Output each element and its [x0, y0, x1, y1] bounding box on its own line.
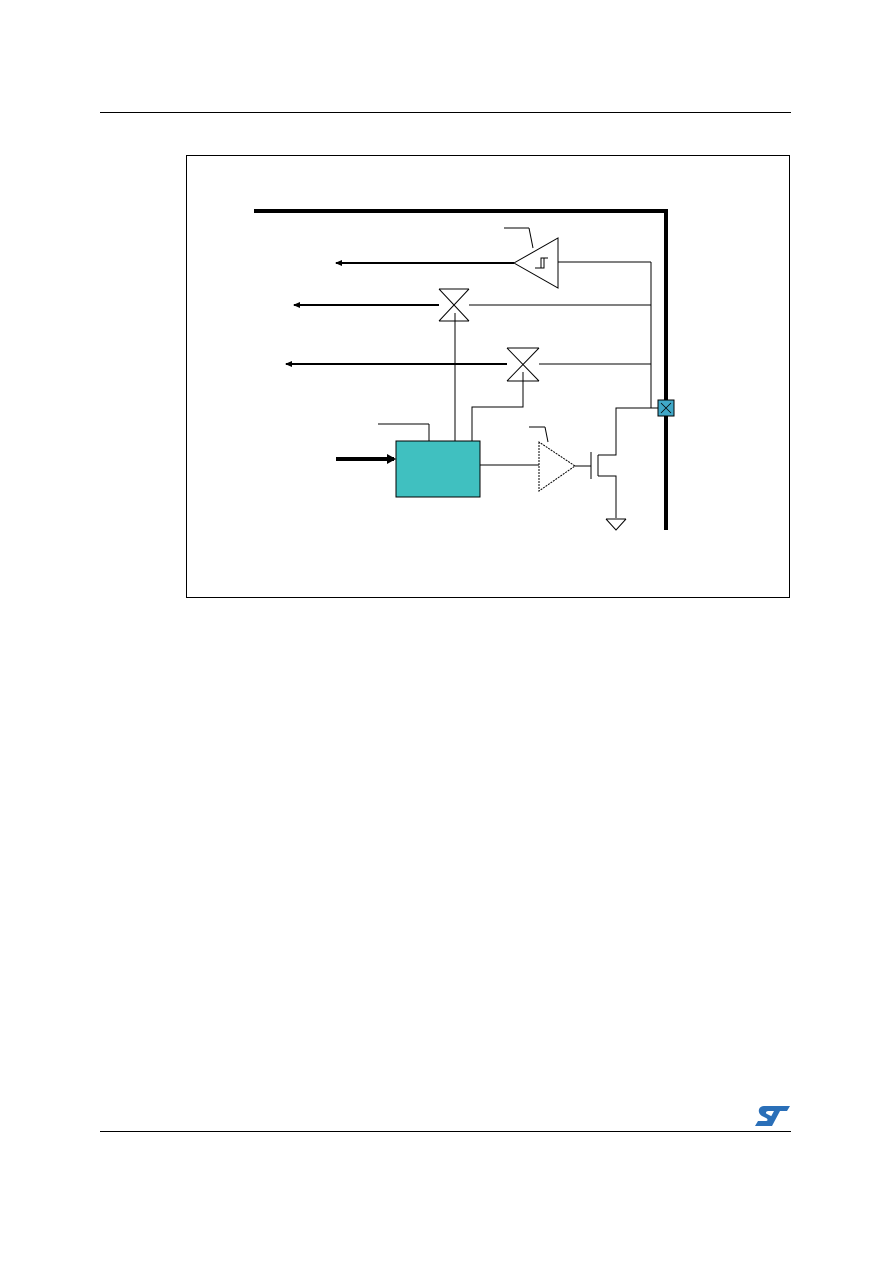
pin-bus-line [254, 209, 668, 530]
footer-rule [100, 1131, 791, 1132]
analog-switch-1 [438, 288, 470, 322]
schmitt-label-leader-drop [528, 227, 534, 249]
control-logic-block [395, 440, 481, 498]
schmitt-trigger-buffer [512, 237, 559, 289]
driver-label-leader-drop [544, 426, 549, 443]
header-rule [100, 112, 791, 113]
ground-icon [605, 518, 627, 531]
nmos-drain-wire [598, 407, 651, 456]
analog-switch-2 [506, 347, 540, 382]
switch2-control-wire [471, 372, 524, 441]
st-logo [755, 1106, 790, 1126]
output-driver-buffer [538, 441, 576, 492]
io-pad-cross-icon [660, 402, 672, 414]
figure-frame [186, 155, 790, 598]
nmos-source-wire [598, 475, 617, 518]
hysteresis-icon [535, 257, 548, 269]
